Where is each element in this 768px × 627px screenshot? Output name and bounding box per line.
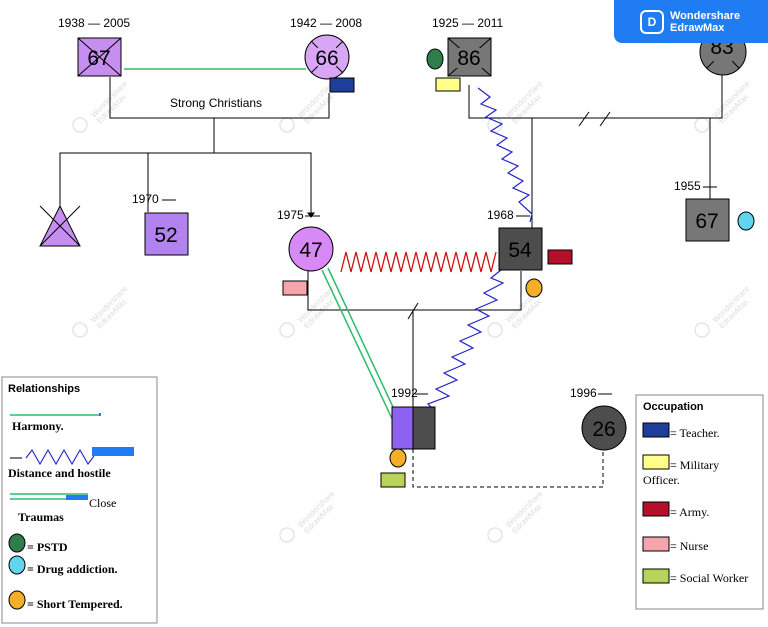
birth-year: 1970 <box>132 192 159 206</box>
age-label: 66 <box>315 47 338 70</box>
legend-distance-hostile: Distance and hostile <box>8 466 111 480</box>
social-worker-occupation-marker <box>380 472 406 488</box>
legend-drug-addiction: = Drug addiction. <box>27 562 118 576</box>
birth-year: 1955 <box>674 179 701 193</box>
legend-military-2: Officer. <box>643 473 680 487</box>
person-partner[interactable]: 1996 26 <box>570 386 627 451</box>
legend-harmony: Harmony. <box>12 419 64 433</box>
legend-teacher: = Teacher. <box>670 426 720 440</box>
edrawmax-logo-icon: D <box>640 9 664 34</box>
drug-addiction-trauma-marker <box>737 211 755 231</box>
female-symbol <box>288 226 334 272</box>
ptsd-trauma-marker <box>426 48 444 70</box>
female-symbol <box>581 405 627 451</box>
person-paternal-grandfather[interactable]: 1938 — 2005 67 <box>58 16 130 77</box>
hostile-line-grandfather-father <box>477 87 533 223</box>
legend-traumas: Traumas <box>18 510 64 524</box>
relationships-legend: Relationships Harmony. Distance and host… <box>1 376 158 624</box>
person-father[interactable]: 1968 54 <box>487 208 573 298</box>
legend-nurse: = Nurse <box>670 539 708 553</box>
conflict-line <box>340 251 497 273</box>
client-symbol-right <box>412 406 436 450</box>
legend-title: Occupation <box>643 401 704 413</box>
age-label: 54 <box>508 239 532 262</box>
age-label: 67 <box>695 210 718 233</box>
person-half-sibling[interactable]: 1955 67 <box>674 179 755 242</box>
legend-social-worker: = Social Worker <box>670 571 748 585</box>
age-label: 52 <box>154 224 177 247</box>
legend-short-tempered: = Short Tempered. <box>27 597 123 611</box>
teacher-occupation-marker <box>329 77 355 93</box>
age-label: 47 <box>299 239 322 262</box>
person-paternal-grandmother[interactable]: 1942 — 2008 66 <box>290 16 362 93</box>
age-label: 26 <box>592 418 615 441</box>
birth-year: 1992 <box>391 386 418 400</box>
couple-note: Strong Christians <box>170 96 262 110</box>
birth-year: 1996 <box>570 386 597 400</box>
couple-line-maternal-grandparents <box>468 75 723 119</box>
person-mother[interactable]: 1975 47 <box>277 208 334 296</box>
legend-army: = Army. <box>670 505 709 519</box>
nurse-occupation-marker <box>282 280 308 296</box>
person-maternal-grandfather[interactable]: 1925 — 2011 86 <box>426 16 503 92</box>
sibling-line <box>59 152 312 240</box>
male-symbol <box>685 198 730 242</box>
person-uncle[interactable]: 1970 52 <box>132 192 189 256</box>
hostile-line-father-client <box>426 269 505 409</box>
brand-line-2: EdrawMax <box>670 21 725 34</box>
age-label: 86 <box>457 47 480 70</box>
age-label: 67 <box>87 47 110 70</box>
legend-military-1: = Military <box>670 458 719 472</box>
close-relationship-lines <box>321 267 401 426</box>
birth-death-years: 1925 — 2011 <box>432 16 503 30</box>
client-symbol-left <box>391 406 414 450</box>
partner-line <box>412 449 604 488</box>
short-tempered-trauma-marker <box>389 448 407 468</box>
brand-line-1: Wondershare <box>670 9 741 22</box>
separation-mark <box>407 302 419 320</box>
person-deceased-sibling[interactable] <box>39 204 81 247</box>
brand-badge[interactable]: D Wondershare EdrawMax <box>614 0 768 43</box>
military-occupation-marker <box>435 77 461 92</box>
family-lines <box>59 75 723 488</box>
birth-year: 1975 <box>277 208 304 222</box>
birth-year: 1968 <box>487 208 514 222</box>
couple-line-paternal-grandparents <box>109 77 330 119</box>
brand-name: Wondershare EdrawMax <box>670 10 740 34</box>
army-occupation-marker <box>547 249 573 265</box>
occupation-legend: Occupation = Teacher. = Military Officer… <box>635 394 764 610</box>
male-symbol <box>144 212 189 256</box>
person-client[interactable]: 1992 <box>380 386 436 488</box>
legend-title: Relationships <box>8 383 80 395</box>
legend-ptsd: = PSTD <box>27 540 68 554</box>
couple-line-parents <box>307 271 522 311</box>
male-symbol <box>498 227 543 271</box>
birth-death-years: 1938 — 2005 <box>58 16 130 30</box>
divorce-mark <box>578 111 590 127</box>
legend-close: Close <box>89 496 116 510</box>
birth-death-years: 1942 — 2008 <box>290 16 362 30</box>
divorce-mark <box>599 111 611 127</box>
short-tempered-trauma-marker <box>525 278 543 298</box>
